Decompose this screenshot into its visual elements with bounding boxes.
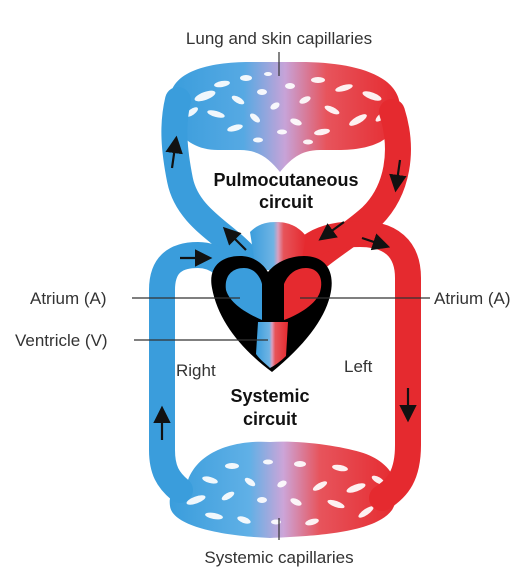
ventricle-label: Ventricle (V): [15, 331, 108, 350]
right-label: Right: [176, 361, 216, 380]
bottom-capillaries-label: Systemic capillaries: [204, 548, 353, 567]
systemic-label-line1: Systemic: [230, 386, 309, 406]
systemic-capillary-bed: [170, 442, 397, 538]
lung-skin-capillary-bed: [170, 62, 400, 172]
top-capillaries-label: Lung and skin capillaries: [186, 29, 372, 48]
heart: [211, 256, 331, 372]
pulmocutaneous-label-line1: Pulmocutaneous: [213, 170, 358, 190]
left-label: Left: [344, 357, 373, 376]
pulmocutaneous-label-line2: circuit: [259, 192, 313, 212]
atrium-right-label: Atrium (A): [434, 289, 511, 308]
atrium-left-label: Atrium (A): [30, 289, 107, 308]
systemic-label-line2: circuit: [243, 409, 297, 429]
